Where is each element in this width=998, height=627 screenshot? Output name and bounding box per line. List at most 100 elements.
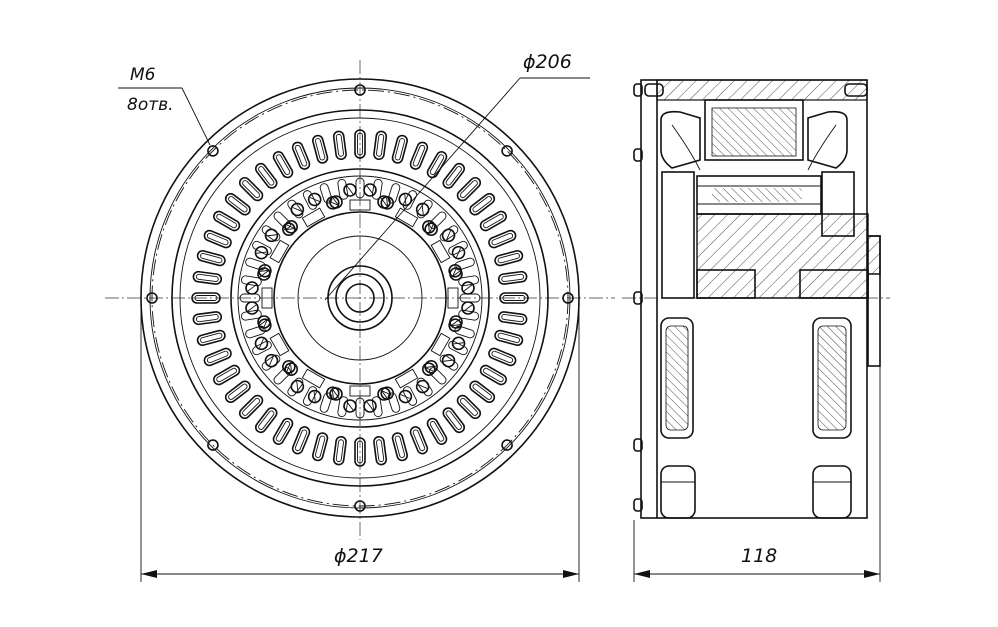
screw-head <box>257 315 271 329</box>
inner-coil <box>319 392 333 413</box>
bolt-holes <box>146 84 574 512</box>
len-arrow-left <box>634 570 650 578</box>
coil <box>254 407 278 434</box>
top-left-lug <box>644 83 664 97</box>
bolt-hole <box>207 439 219 451</box>
overall-diameter-label: ϕ217 <box>334 545 383 567</box>
bottom-right-slot <box>812 465 852 519</box>
screw-head <box>284 220 299 234</box>
bottom-left-slot <box>660 465 696 519</box>
coil <box>224 380 251 404</box>
screw-head <box>448 263 462 278</box>
inner-coil <box>429 367 447 385</box>
screw-head <box>415 379 430 394</box>
screw-head <box>343 183 357 197</box>
bolt-circle <box>151 89 569 507</box>
pole-piece <box>380 192 436 234</box>
coil <box>238 176 264 202</box>
thread-label: M6 <box>130 65 156 85</box>
screw-head <box>254 336 269 351</box>
screw-head <box>398 389 413 404</box>
screw-head <box>380 196 395 210</box>
coil <box>272 417 294 445</box>
inner-coil <box>273 367 291 385</box>
coil <box>354 129 366 159</box>
lower-right-window <box>812 317 852 439</box>
pole-piece <box>254 222 296 278</box>
bolt-hole <box>354 500 366 512</box>
coil <box>254 162 278 189</box>
screw-head <box>441 228 456 243</box>
coil <box>426 151 448 179</box>
side-bolt-heads <box>633 83 868 512</box>
outer-diameter-label: ϕ206 <box>523 51 572 73</box>
coil <box>469 380 496 404</box>
screw-head <box>363 183 377 197</box>
screw-head <box>264 228 279 243</box>
screw-head <box>424 222 438 237</box>
coil <box>192 270 223 285</box>
inner-coil <box>416 199 433 219</box>
hub-outer <box>327 265 393 331</box>
bolt-hole <box>207 145 219 157</box>
rotor-band-hatch <box>712 188 802 202</box>
screw-head <box>448 318 462 333</box>
coil <box>224 192 251 216</box>
inner-coil <box>458 309 480 321</box>
screw-head <box>245 301 259 315</box>
coil <box>497 311 528 326</box>
inner-coil <box>337 396 349 418</box>
coil <box>469 192 496 216</box>
inner-coil <box>454 325 475 339</box>
holes-label: 8отв. <box>127 95 174 115</box>
coil <box>499 292 529 304</box>
top-right-lug <box>844 83 868 97</box>
thread-leader-line <box>181 87 211 146</box>
length-label: 118 <box>741 545 777 567</box>
outer-coil-ring <box>191 129 529 467</box>
coil <box>312 134 329 164</box>
screw-head <box>258 263 272 278</box>
coil <box>354 437 366 467</box>
screw-head <box>421 362 436 376</box>
inner-coil <box>402 386 418 406</box>
coil <box>494 329 524 346</box>
winding-arc-left <box>671 124 701 171</box>
dim-arrow-left <box>141 570 157 578</box>
rotor-ring <box>297 235 423 361</box>
screw-head <box>441 353 456 368</box>
inner-coil <box>273 211 291 229</box>
coil <box>332 130 347 161</box>
coil <box>373 435 388 466</box>
inner-coil <box>371 178 383 200</box>
screw-head <box>254 245 269 260</box>
screw-head <box>264 353 279 368</box>
screw-head <box>329 195 343 209</box>
screw-head <box>377 387 391 401</box>
shaft-circle <box>345 283 375 313</box>
hub-middle <box>335 273 385 323</box>
pole-piece <box>424 318 466 374</box>
left-frame <box>661 171 695 299</box>
screw-head <box>415 202 430 217</box>
inner-coil <box>245 325 266 339</box>
screw-head <box>461 281 475 295</box>
winding-end-left <box>660 110 701 169</box>
bolt-hole <box>501 145 513 157</box>
coil <box>442 407 466 434</box>
screw-head <box>307 389 322 404</box>
coil <box>442 162 466 189</box>
stator-block <box>704 99 804 161</box>
screw-head <box>451 245 466 260</box>
housing-outer-circle <box>140 78 580 518</box>
side-view: 118 <box>622 79 890 582</box>
coil <box>456 176 482 202</box>
top-hatched-band <box>656 79 868 101</box>
side-bolt-head <box>633 498 643 512</box>
inner-coil <box>337 178 349 200</box>
screw-head <box>343 399 357 413</box>
coil <box>291 426 311 455</box>
inner-coil <box>240 275 262 287</box>
bolt-hole <box>501 439 513 451</box>
coil <box>488 229 517 249</box>
